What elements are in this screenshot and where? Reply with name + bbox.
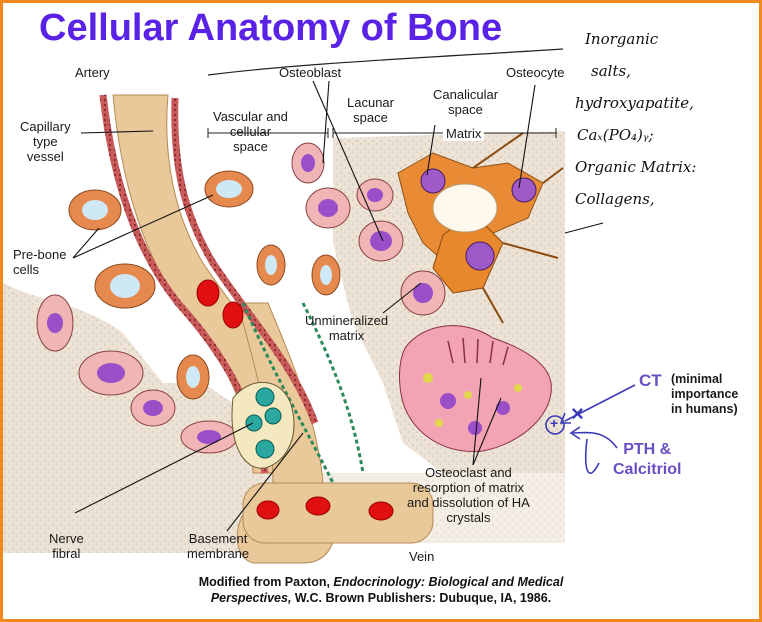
pth-calcitriol-label: PTH &Calcitriol	[613, 441, 682, 478]
marrow-cells	[36, 294, 238, 454]
bone-illustration	[3, 48, 636, 564]
inhibit-cross: ×	[571, 401, 584, 426]
ct-label: CT	[639, 371, 662, 390]
label-osteoblast: Osteoblast	[279, 65, 342, 80]
nerve-bundle	[231, 382, 295, 469]
note-line: hydroxyapatite,	[575, 94, 694, 112]
handwritten-notes: Inorganic salts, hydroxyapatite, Caₓ(PO₄…	[575, 23, 696, 215]
red-blood-cell	[305, 496, 331, 516]
label-vein: Vein	[409, 549, 435, 564]
capillary-wall-inner	[171, 97, 319, 425]
label-osteocyte: Osteocyte	[506, 65, 565, 80]
prebone-cells	[68, 170, 341, 400]
plus-sign: +	[550, 415, 559, 431]
vein-wall-right	[301, 302, 365, 474]
osteoblast-layer	[291, 142, 446, 316]
label-artery: Artery	[75, 65, 110, 80]
red-blood-cell	[222, 301, 244, 329]
red-blood-cell	[368, 501, 394, 521]
osteoclast-cell	[399, 325, 552, 452]
note-line: salts,	[591, 62, 631, 80]
note-line: Collagens,	[575, 190, 655, 208]
bone-surface-line	[207, 48, 564, 76]
vein-wall	[241, 302, 335, 484]
label-matrix: Matrix	[443, 126, 485, 141]
leader-lines	[72, 80, 604, 532]
vein-bottom	[242, 482, 434, 544]
note-line: Inorganic	[585, 30, 659, 48]
regulator-arrows	[545, 384, 636, 475]
citation: Modified from Paxton, Endocrinology: Bio…	[198, 575, 564, 605]
note-line: Organic Matrix:	[575, 158, 697, 176]
page-title: Cellular Anatomy of Bone	[39, 7, 503, 49]
red-blood-cell	[196, 279, 220, 307]
note-line: Caₓ(PO₄)ᵧ;	[577, 126, 654, 144]
red-blood-cell	[256, 500, 280, 520]
osteocyte-network	[397, 132, 564, 324]
